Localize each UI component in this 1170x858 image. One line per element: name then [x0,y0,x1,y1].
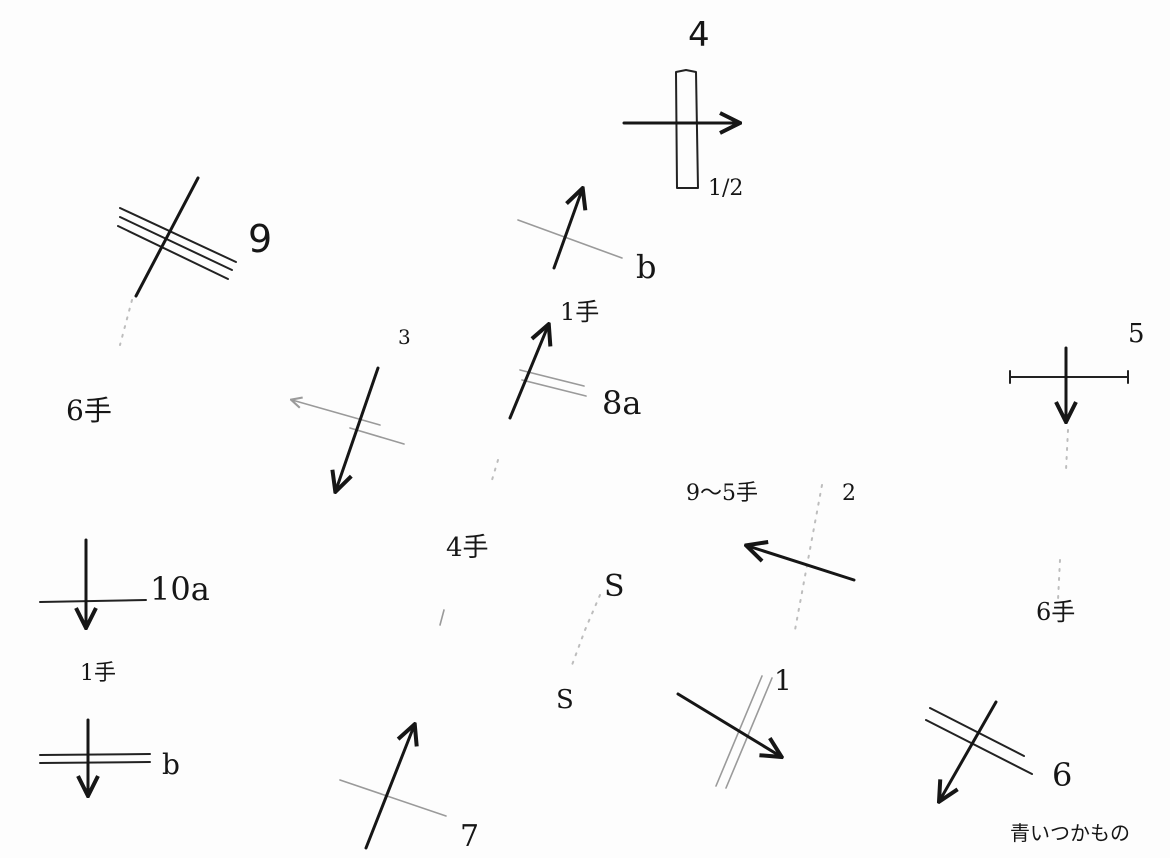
label-9: 9 [248,217,272,261]
label-s-upper: S [604,569,625,604]
label-9-to-5-te: 9～5手 [686,481,758,506]
label-5: 5 [1128,319,1145,349]
label-2: 2 [842,481,856,506]
dotted-trace [119,299,133,346]
label-6: 6 [1052,756,1072,794]
label-1-2: 1/2 [708,176,743,201]
symbol-b-upper [517,190,623,270]
pencil-tick [439,609,445,626]
symbol-1 [676,675,780,789]
symbol-9-triple-plane [117,176,237,298]
symbol-4-planar-with-arrow [622,69,738,189]
label-8a: 8a [602,384,641,422]
label-7: 7 [460,819,479,854]
label-6-te-right: 6手 [1036,598,1075,626]
symbol-3 [292,366,405,490]
dotted-trace [1057,559,1061,601]
label-3: 3 [398,325,411,349]
dotted-trace [794,484,823,631]
label-s-lower: S [556,685,574,715]
planar-rectangle [675,69,699,189]
label-6-te-left: 6手 [66,394,112,427]
label-1: 1 [774,664,792,697]
dotted-trace [571,594,601,666]
symbol-10a [39,538,147,626]
symbol-6 [925,700,1033,800]
symbol-7 [339,726,447,850]
note-text: 青いつかもの [1010,821,1130,845]
label-10a: 10a [150,570,210,608]
label-1-te-top: 1手 [560,298,599,326]
dotted-trace [491,459,499,481]
symbol-2-arrow [748,546,856,582]
label-4: 4 [688,15,710,55]
label-b-top: b [636,248,656,286]
label-4-te: 4手 [446,533,489,563]
label-1-te-left: 1手 [80,661,116,686]
label-b-left: b [162,748,180,781]
symbol-8a [508,326,587,420]
symbol-b-left [39,718,151,794]
symbol-5-right [1009,346,1129,420]
dotted-trace [1065,429,1069,471]
